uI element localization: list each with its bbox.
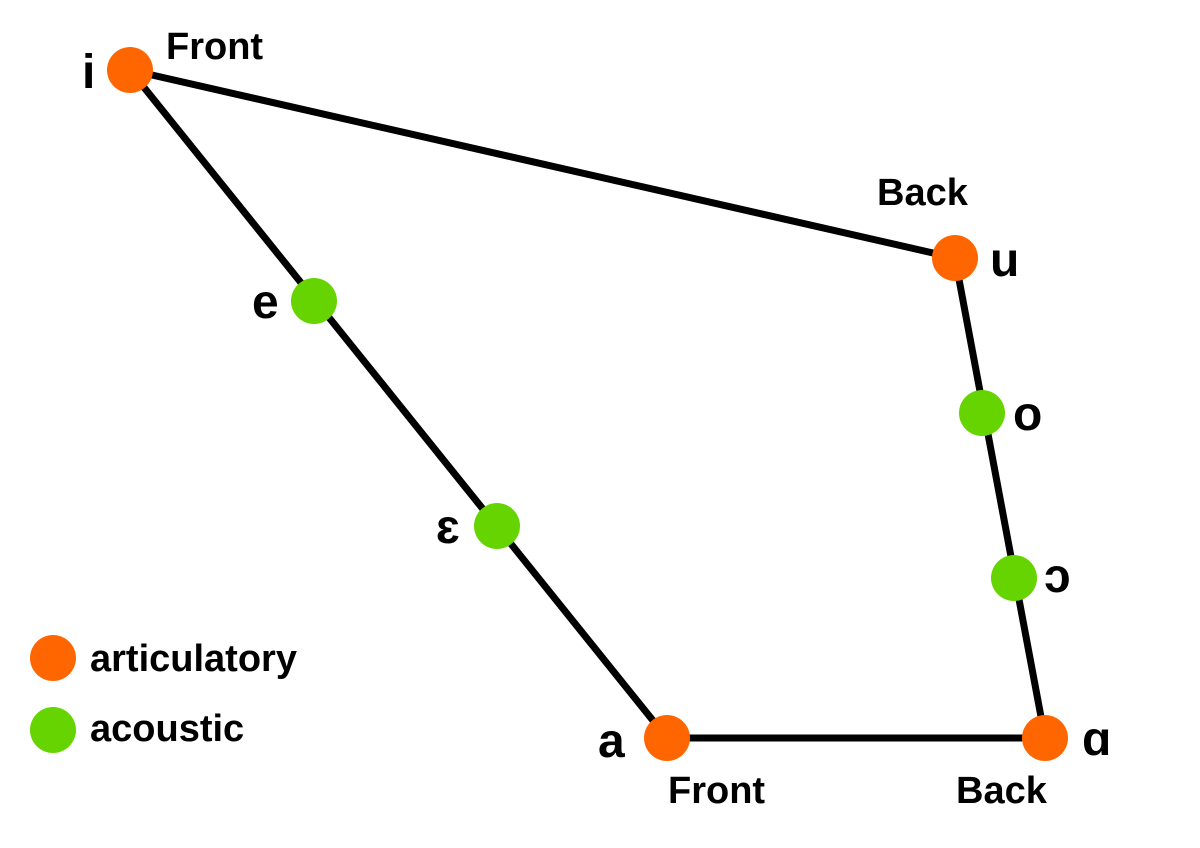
vowel-label-i: i (82, 46, 95, 99)
vowel-label-o: o (1013, 388, 1042, 441)
vowel-point-open-o (991, 555, 1037, 601)
vowel-labels: i e ɛ a u o ɔ ɑ (82, 46, 1111, 768)
vowel-label-u: u (990, 234, 1019, 287)
vowel-point-u (932, 235, 978, 281)
region-label-top-front: Front (166, 26, 263, 68)
vowel-point-epsilon (474, 503, 520, 549)
edge-i-a (126, 66, 671, 742)
vowel-point-script-a (1022, 715, 1068, 761)
vowel-label-script-a: ɑ (1082, 713, 1111, 766)
vowel-points (107, 47, 1068, 761)
legend-swatch-articulatory (30, 635, 76, 681)
vowel-label-e: e (252, 276, 279, 329)
vowel-label-epsilon: ɛ (436, 501, 460, 554)
vowel-point-i (107, 47, 153, 93)
legend-label-articulatory: articulatory (90, 638, 297, 680)
legend-label-acoustic: acoustic (90, 708, 244, 750)
quadrilateral-edges (126, 66, 1049, 742)
legend-swatch-acoustic (30, 707, 76, 753)
edge-i-u (126, 66, 959, 262)
region-labels: Front Back Front Back (166, 26, 1048, 812)
vowel-point-o (959, 390, 1005, 436)
region-label-bottom-front: Front (668, 770, 765, 812)
region-label-bottom-back: Back (956, 770, 1048, 812)
legend: articulatory acoustic (30, 635, 297, 753)
vowel-label-open-o: ɔ (1044, 550, 1071, 603)
region-label-top-back: Back (877, 172, 969, 214)
edge-u-script-a (951, 254, 1049, 742)
vowel-point-a (644, 715, 690, 761)
vowel-point-e (291, 278, 337, 324)
vowel-label-a: a (598, 715, 625, 768)
